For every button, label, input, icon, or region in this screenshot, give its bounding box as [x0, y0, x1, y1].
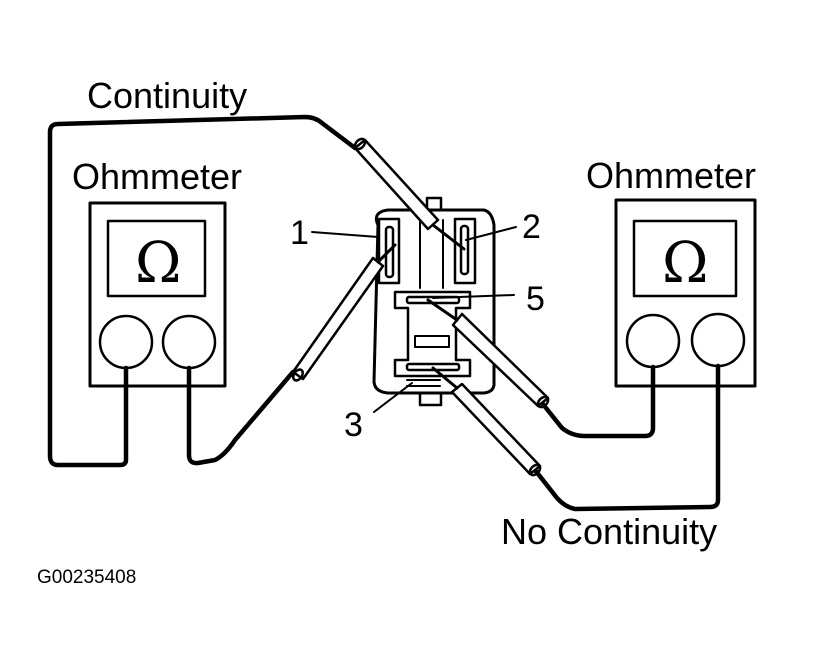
left-ohm-symbol-icon: Ω — [135, 231, 181, 296]
right-ohmmeter-jack-1 — [625, 313, 681, 369]
terminal-3-label: 3 — [344, 406, 363, 444]
terminal-1-label: 1 — [290, 214, 309, 252]
left-ohmmeter-title: Ohmmeter — [72, 156, 242, 197]
leader-terminal-3 — [373, 382, 413, 413]
terminal-3-blade — [405, 362, 461, 372]
terminal-5-label: 5 — [526, 280, 545, 318]
right-ohmmeter-jack-2 — [690, 312, 746, 368]
relay — [372, 196, 496, 407]
no-continuity-wire-lead — [539, 364, 656, 439]
no-continuity-label: No Continuity — [501, 511, 717, 552]
right-ohmmeter-title: Ohmmeter — [586, 155, 756, 196]
leader-terminal-1 — [311, 231, 379, 238]
left-ohmmeter-jack-1 — [98, 314, 154, 370]
probe-terminal-2 — [353, 137, 466, 251]
figure-code: G00235408 — [37, 567, 136, 588]
left-ohmmeter-body — [88, 201, 227, 388]
right-ohmmeter-body — [614, 198, 757, 388]
probe-terminal-3 — [431, 366, 542, 477]
relay-housing — [372, 208, 496, 395]
terminal-1-socket — [377, 217, 401, 285]
right-ohmmeter — [614, 198, 757, 388]
relay-center-slot — [414, 335, 450, 348]
left-ohmmeter-jack-2 — [161, 314, 217, 370]
probe-terminal-1 — [291, 243, 397, 382]
relay-center-block — [393, 290, 472, 378]
continuity-label: Continuity — [87, 75, 247, 116]
right-ohmmeter-display — [632, 219, 738, 298]
leader-terminal-2 — [465, 226, 517, 241]
leader-terminal-5 — [432, 294, 515, 299]
relay-mount-tab — [418, 391, 443, 407]
terminal-2-socket — [453, 217, 477, 285]
left-ohmmeter-display — [106, 219, 207, 298]
terminal-2-label: 2 — [522, 208, 541, 246]
probe-terminal-5 — [426, 298, 550, 409]
terminal-2-blade — [459, 224, 470, 276]
continuity-wire-lead-2 — [186, 365, 296, 466]
right-ohm-symbol-icon: Ω — [662, 231, 708, 296]
continuity-wire-lead — [47, 114, 358, 468]
no-continuity-wire-lead-2 — [532, 363, 721, 512]
